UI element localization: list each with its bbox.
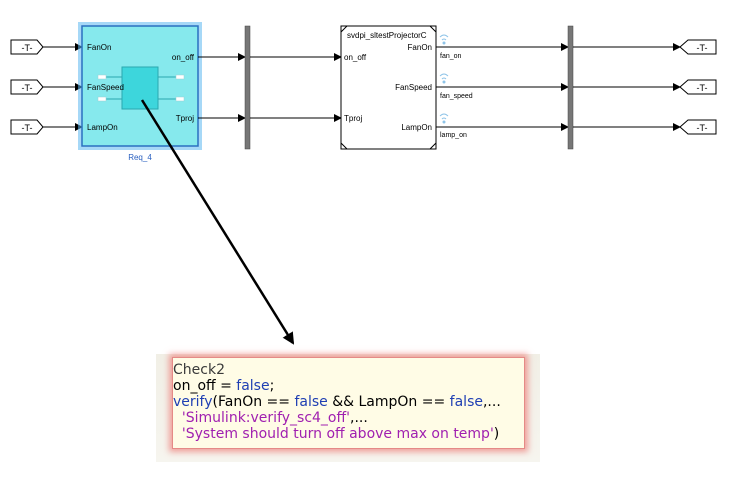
- signal-logging-icon[interactable]: [439, 34, 449, 45]
- callout-arrow: [140, 99, 295, 345]
- from-block-fanon[interactable]: -T-: [10, 39, 44, 55]
- req-input-fanon: FanOn: [87, 43, 111, 52]
- system-output-lampon: LampOn: [401, 123, 432, 132]
- annotation-line-2: verify(FanOn == false && LampOn == false…: [173, 394, 524, 410]
- system-input-tproj: Tproj: [344, 114, 362, 123]
- req-input-fanspeed: FanSpeed: [87, 83, 124, 92]
- code-text: on_off =: [173, 378, 237, 394]
- system-block[interactable]: svdpi_sltestProjectorC on_off Tproj FanO…: [340, 25, 437, 150]
- req-block[interactable]: FanOn FanSpeed LampOn on_off Tproj: [78, 22, 202, 150]
- req-input-lampon: LampOn: [87, 123, 118, 132]
- goto-block-lampon[interactable]: -T-: [679, 119, 717, 135]
- code-keyword: false: [294, 394, 328, 410]
- code-string: 'Simulink:verify_sc4_off': [181, 410, 350, 426]
- system-output-fanspeed: FanSpeed: [395, 83, 432, 92]
- code-keyword: verify: [173, 394, 213, 410]
- annotation-title-line: Check2: [173, 362, 524, 378]
- annotation-line-1: on_off = false;: [173, 378, 524, 394]
- assessment-annotation[interactable]: Check2 on_off = false; verify(FanOn == f…: [172, 357, 525, 449]
- code-text: ,...: [482, 394, 501, 410]
- code-text: && LampOn ==: [327, 394, 450, 410]
- signal-logging-icon[interactable]: [439, 73, 449, 84]
- from-block-fanspeed[interactable]: -T-: [10, 79, 44, 95]
- from-tag-label: -T-: [22, 43, 33, 53]
- annotation-line-4: 'System should turn off above max on tem…: [173, 426, 524, 442]
- signal-logging-icon[interactable]: [439, 113, 449, 124]
- from-tag-label: -T-: [22, 83, 33, 93]
- code-keyword: false: [236, 378, 270, 394]
- req-block-name: Req_4: [128, 153, 152, 162]
- goto-tag-label: -T-: [697, 43, 708, 53]
- goto-tag-label: -T-: [697, 83, 708, 93]
- system-input-onoff: on_off: [344, 53, 367, 62]
- bus-bar-right[interactable]: [567, 25, 574, 150]
- signal-label-lamp-on: lamp_on: [440, 132, 467, 139]
- from-block-lampon[interactable]: -T-: [10, 119, 44, 135]
- from-tag-label: -T-: [22, 123, 33, 133]
- annotation-line-3: 'Simulink:verify_sc4_off',...: [173, 410, 524, 426]
- code-text: ): [493, 426, 500, 442]
- annotation-title: Check2: [173, 362, 225, 378]
- req-inner-icon: [121, 66, 159, 110]
- system-block-name: svdpi_sltestProjectorC: [347, 31, 427, 40]
- code-string: 'System should turn off above max on tem…: [181, 426, 494, 442]
- code-text: ;: [269, 378, 275, 394]
- signal-label-fan-speed: fan_speed: [440, 93, 473, 100]
- system-output-fanon: FanOn: [408, 43, 432, 52]
- code-indent: [173, 426, 182, 442]
- goto-block-fanspeed[interactable]: -T-: [679, 79, 717, 95]
- goto-block-fanon[interactable]: -T-: [679, 39, 717, 55]
- req-output-tproj: Tproj: [176, 114, 194, 123]
- req-output-onoff: on_off: [172, 53, 195, 62]
- bus-bar-left[interactable]: [244, 25, 251, 150]
- code-keyword: false: [449, 394, 483, 410]
- code-indent: [173, 410, 182, 426]
- code-text: ,...: [350, 410, 368, 426]
- code-text: (FanOn ==: [212, 394, 295, 410]
- goto-tag-label: -T-: [697, 123, 708, 133]
- signal-label-fan-on: fan_on: [440, 53, 462, 60]
